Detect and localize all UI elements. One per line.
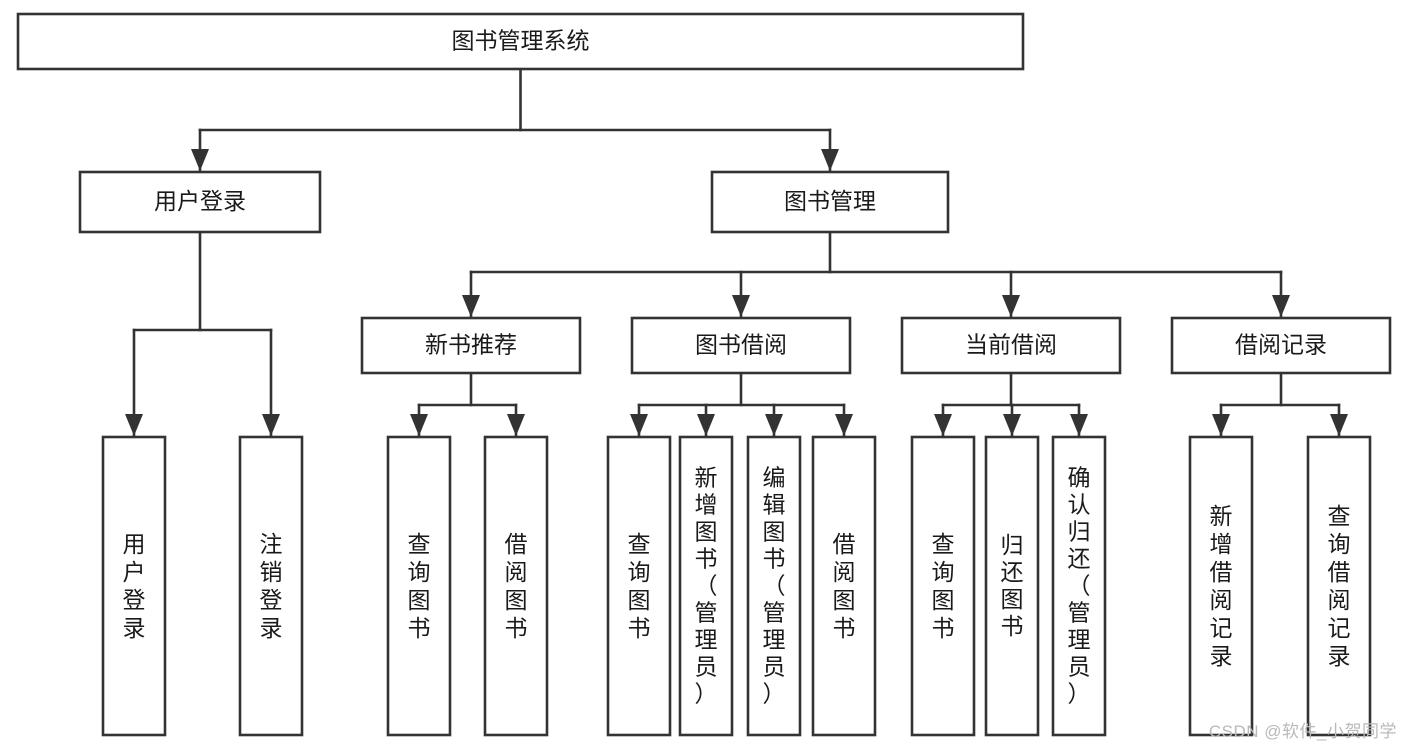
arrow-head-icon — [697, 414, 715, 436]
node-box — [1306, 435, 1372, 737]
arrow-head-icon — [1330, 414, 1348, 436]
node-label: 借阅记录 — [1235, 332, 1327, 358]
arrow-head-icon — [262, 414, 280, 436]
arrow-head-icon — [1070, 414, 1088, 436]
arrow-head-icon — [462, 295, 480, 317]
node-root[interactable]: 图书管理系统 — [16, 12, 1025, 71]
arrow-head-icon — [191, 149, 209, 171]
node-leaf-borrow-book-2[interactable]: 借阅图书 — [811, 435, 877, 737]
node-leaf-add-record[interactable]: 新增借阅记录 — [1188, 435, 1254, 737]
node-leaf-query-record[interactable]: 查询借阅记录 — [1306, 435, 1372, 737]
arrow-head-icon — [1003, 414, 1021, 436]
node-book-manage[interactable]: 图书管理 — [710, 170, 950, 234]
node-label: 图书管理系统 — [452, 28, 590, 54]
node-leaf-user-logout[interactable]: 注销登录 — [238, 435, 304, 737]
node-label: 查询图书 — [932, 531, 955, 641]
arrow-head-icon — [1212, 414, 1230, 436]
node-box — [101, 435, 167, 737]
arrow-head-icon — [934, 414, 952, 436]
node-box — [811, 435, 877, 737]
arrow-head-icon — [125, 414, 143, 436]
node-box — [1051, 435, 1107, 737]
node-box — [746, 435, 802, 737]
node-box — [78, 170, 322, 234]
node-book-borrow[interactable]: 图书借阅 — [630, 316, 852, 375]
node-leaf-edit-book[interactable]: 编辑图书（管理员） — [746, 435, 802, 737]
node-box — [386, 435, 452, 737]
node-current-borrow[interactable]: 当前借阅 — [900, 316, 1122, 375]
node-label: 用户登录 — [154, 188, 246, 214]
node-box — [16, 12, 1025, 71]
node-box — [900, 316, 1122, 375]
node-box — [360, 316, 582, 375]
node-box — [606, 435, 672, 737]
node-box — [678, 435, 734, 737]
node-box — [483, 435, 549, 737]
node-label: 编辑图书（管理员） — [763, 465, 786, 707]
node-box — [1170, 316, 1392, 375]
node-label: 借阅图书 — [833, 531, 856, 641]
node-box — [984, 435, 1040, 737]
node-leaf-user-login[interactable]: 用户登录 — [101, 435, 167, 737]
arrow-head-icon — [835, 414, 853, 436]
node-label: 图书管理 — [784, 188, 876, 214]
node-borrow-record[interactable]: 借阅记录 — [1170, 316, 1392, 375]
arrow-head-icon — [507, 414, 525, 436]
arrow-head-icon — [821, 149, 839, 171]
arrow-head-icon — [732, 295, 750, 317]
node-label: 查询图书 — [628, 531, 651, 641]
node-box — [238, 435, 304, 737]
arrow-head-icon — [630, 414, 648, 436]
node-label: 归还图书 — [1001, 532, 1024, 639]
node-leaf-return-book[interactable]: 归还图书 — [984, 435, 1040, 737]
node-leaf-borrow-book-1[interactable]: 借阅图书 — [483, 435, 549, 737]
node-leaf-confirm-return[interactable]: 确认归还（管理员） — [1051, 435, 1107, 737]
node-layer: 图书管理系统用户登录图书管理新书推荐图书借阅当前借阅借阅记录用户登录注销登录查询… — [16, 12, 1392, 737]
node-label: 新增借阅记录 — [1210, 503, 1233, 669]
arrow-head-icon — [1272, 295, 1290, 317]
node-leaf-query-book-3[interactable]: 查询图书 — [910, 435, 976, 737]
node-label: 查询借阅记录 — [1328, 503, 1351, 669]
node-leaf-query-book-2[interactable]: 查询图书 — [606, 435, 672, 737]
node-box — [710, 170, 950, 234]
node-label: 用户登录 — [123, 531, 146, 641]
node-label: 注销登录 — [260, 531, 283, 641]
node-user-login[interactable]: 用户登录 — [78, 170, 322, 234]
node-label: 图书借阅 — [695, 332, 787, 358]
node-label: 新增图书（管理员） — [695, 465, 718, 707]
node-label: 确认归还（管理员） — [1068, 465, 1091, 707]
edge-layer — [125, 67, 1348, 438]
node-new-book-recommend[interactable]: 新书推荐 — [360, 316, 582, 375]
node-box — [910, 435, 976, 737]
node-label: 新书推荐 — [425, 332, 517, 358]
arrow-head-icon — [410, 414, 428, 436]
node-label: 借阅图书 — [505, 531, 528, 641]
node-box — [630, 316, 852, 375]
node-label: 查询图书 — [408, 531, 431, 641]
node-leaf-add-book[interactable]: 新增图书（管理员） — [678, 435, 734, 737]
node-box — [1188, 435, 1254, 737]
arrow-head-icon — [765, 414, 783, 436]
node-leaf-query-book-1[interactable]: 查询图书 — [386, 435, 452, 737]
node-label: 当前借阅 — [965, 332, 1057, 358]
arrow-head-icon — [1002, 295, 1020, 317]
